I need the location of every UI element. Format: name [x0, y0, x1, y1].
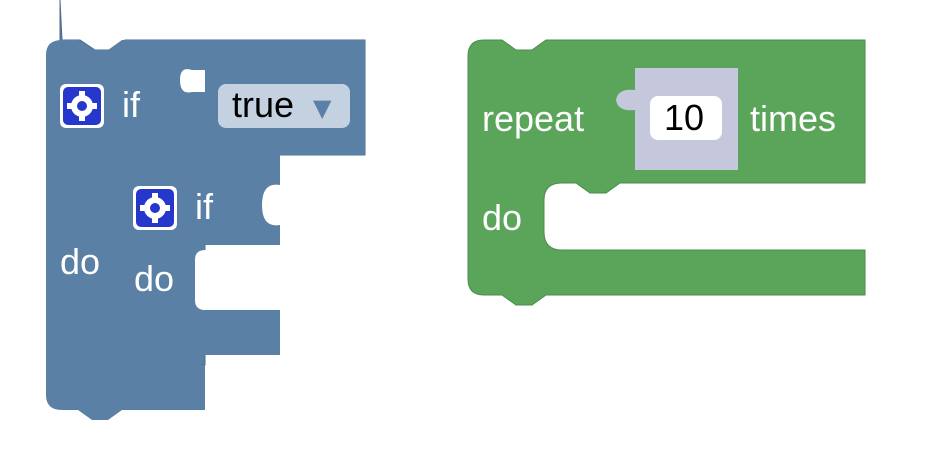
condition-true-block[interactable]: true ▼ [218, 84, 350, 128]
inner-do-gap [195, 250, 280, 310]
repeat-do-label: do [482, 197, 522, 238]
outer-if-label: if [122, 84, 141, 125]
outer-if-shape[interactable] [46, 40, 365, 420]
repeat-block[interactable] [467, 39, 866, 306]
outer-if-condition-socket [180, 69, 205, 93]
repeat-label: repeat [482, 98, 584, 139]
times-label: times [750, 98, 836, 139]
triangle-down-icon[interactable]: ▼ [313, 94, 332, 122]
inner-if-label: if [195, 186, 214, 227]
inner-do-label: do [134, 258, 174, 299]
gear-icon[interactable] [60, 84, 104, 128]
condition-value: true [232, 84, 294, 125]
number-field[interactable] [650, 96, 722, 140]
number-block[interactable]: 10 [616, 68, 738, 170]
gear-icon[interactable] [133, 186, 177, 230]
repeat-shape[interactable] [467, 39, 866, 306]
outer-do-label: do [60, 241, 100, 282]
times-value[interactable]: 10 [664, 97, 704, 138]
